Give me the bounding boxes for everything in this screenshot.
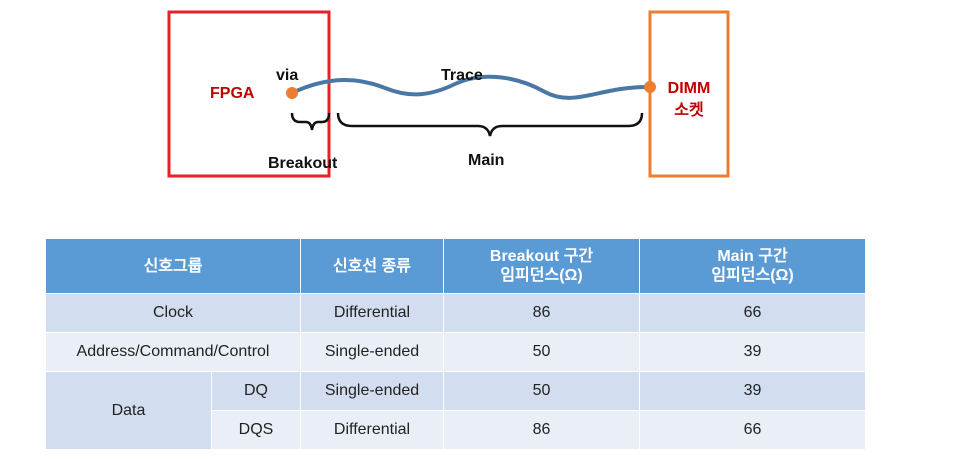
cell-breakout: 86	[443, 293, 641, 333]
dimm-pad-dot	[644, 81, 656, 93]
fpga-label: FPGA	[210, 85, 255, 102]
cell-main: 66	[639, 410, 867, 450]
breakout-label: Breakout	[268, 155, 338, 172]
dimm-socket-box	[648, 10, 730, 178]
table-row-dqs: DQS Differential 86 66	[46, 410, 867, 450]
main-label: Main	[468, 152, 504, 169]
header-signal-group: 신호그룹	[44, 238, 302, 294]
trace-line	[290, 74, 652, 100]
trace-label: Trace	[441, 67, 483, 84]
table-row-dq: Data DQ Single-ended 50 39	[45, 371, 867, 450]
cell-subgroup: DQS	[210, 410, 302, 450]
cell-main: 39	[639, 371, 867, 411]
cell-group: Address/Command/Control	[44, 332, 302, 372]
fpga-box	[167, 10, 331, 178]
cell-group-data: Data	[45, 371, 212, 450]
header-main-impedance: Main 구간 임피던스(Ω)	[639, 238, 867, 294]
cell-type: Single-ended	[300, 332, 445, 372]
socket-label: 소켓	[674, 101, 704, 119]
cell-breakout: 50	[443, 332, 641, 372]
cell-main: 39	[639, 332, 867, 372]
via-label: via	[276, 67, 298, 84]
header-breakout-impedance: Breakout 구간 임피던스(Ω)	[443, 238, 641, 294]
cell-type: Differential	[300, 410, 445, 450]
main-brace	[336, 112, 644, 137]
cell-breakout: 50	[443, 371, 641, 411]
trace-diagram: FPGA DIMM 소켓 via Trace Breakout Main	[167, 10, 730, 178]
cell-type: Single-ended	[300, 371, 445, 411]
cell-type: Differential	[300, 293, 445, 333]
cell-group: Clock	[44, 293, 302, 333]
header-signal-type: 신호선 종류	[300, 238, 445, 294]
table-row-clock: Clock Differential 86 66	[44, 293, 867, 333]
cell-breakout: 86	[443, 410, 641, 450]
via-dot	[286, 87, 298, 99]
impedance-table: 신호그룹 신호선 종류 Breakout 구간 임피던스(Ω) Main 구간 …	[44, 238, 867, 450]
dimm-label: DIMM	[668, 80, 711, 97]
cell-subgroup: DQ	[210, 371, 302, 411]
table-row-address: Address/Command/Control Single-ended 50 …	[44, 332, 867, 372]
breakout-brace	[290, 112, 331, 131]
cell-main: 66	[639, 293, 867, 333]
table-header-row: 신호그룹 신호선 종류 Breakout 구간 임피던스(Ω) Main 구간 …	[44, 238, 867, 294]
